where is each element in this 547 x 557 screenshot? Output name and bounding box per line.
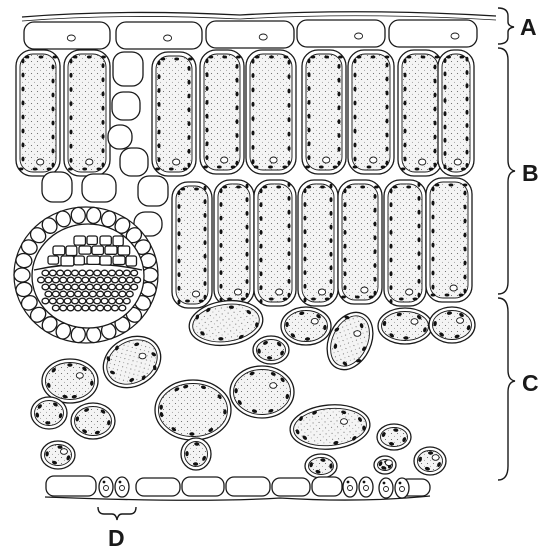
small-mesophyll-cell (138, 176, 168, 206)
lower-epidermis-cell (46, 476, 96, 496)
bracket-c (498, 298, 515, 480)
small-mesophyll-cell (82, 174, 116, 202)
upper-epidermis-cell (389, 20, 477, 47)
spongy-mesophyll-cell (305, 454, 337, 478)
spongy-mesophyll-cell (288, 402, 372, 453)
bracket-d (98, 507, 136, 520)
label-a: A (520, 14, 537, 40)
spongy-mesophyll-cell (230, 366, 294, 418)
spongy-mesophyll-cell (377, 424, 411, 450)
label-b: B (522, 160, 539, 186)
lower-epidermis-cell (272, 478, 310, 496)
palisade-cell (438, 50, 474, 176)
palisade-cell (298, 180, 338, 306)
lower-epidermis-layer (46, 476, 430, 498)
guard-cell-pair-stoma (99, 477, 129, 497)
spongy-mesophyll-cell (41, 441, 75, 469)
spongy-mesophyll-cell (253, 336, 289, 364)
lower-epidermis-cell (312, 477, 342, 496)
palisade-cell (200, 50, 244, 174)
bracket-a (498, 8, 514, 44)
palisade-cell (64, 50, 110, 176)
upper-epidermis-cell (24, 22, 110, 49)
palisade-cell (246, 50, 296, 174)
bracket-b (498, 48, 515, 294)
spongy-mesophyll-cell (378, 308, 432, 344)
upper-epidermis-cell (297, 20, 385, 47)
small-mesophyll-cell (112, 92, 140, 120)
upper-epidermis-layer (24, 20, 477, 49)
palisade-cell (152, 52, 196, 176)
spongy-mesophyll-cell (71, 403, 115, 439)
palisade-cell (348, 50, 394, 174)
spongy-mesophyll-cell (281, 307, 331, 345)
guard-cell-pair (343, 477, 373, 497)
guard-cell-pair (379, 478, 409, 498)
palisade-cell (398, 50, 442, 176)
palisade-cell (214, 180, 254, 306)
spongy-mesophyll-cell (374, 456, 396, 474)
spongy-mesophyll-cell (429, 307, 475, 343)
palisade-cell (16, 50, 60, 176)
label-d: D (108, 525, 125, 551)
palisade-cell (426, 178, 472, 302)
small-mesophyll-cell (113, 52, 143, 86)
palisade-cell (338, 180, 382, 304)
upper-epidermis-cell (206, 21, 294, 48)
small-mesophyll-cell (42, 172, 72, 202)
upper-epidermis-cell (116, 22, 202, 49)
small-mesophyll-cell (120, 148, 148, 176)
palisade-cell (254, 180, 296, 306)
vascular-bundle (14, 207, 158, 344)
spongy-mesophyll-cell (31, 397, 67, 429)
lower-epidermis-cell (226, 477, 270, 496)
palisade-cell (302, 50, 346, 174)
lower-epidermis-cell (136, 478, 180, 496)
small-mesophyll-cell (108, 125, 132, 149)
label-c: C (522, 370, 539, 396)
spongy-mesophyll-cell (414, 447, 446, 475)
spongy-mesophyll-cell (181, 438, 211, 470)
spongy-mesophyll-cell (155, 380, 231, 440)
cuticle-top (22, 12, 496, 17)
lower-epidermis-cell (182, 477, 224, 496)
palisade-cell (384, 180, 426, 306)
palisade-cell (172, 182, 212, 308)
